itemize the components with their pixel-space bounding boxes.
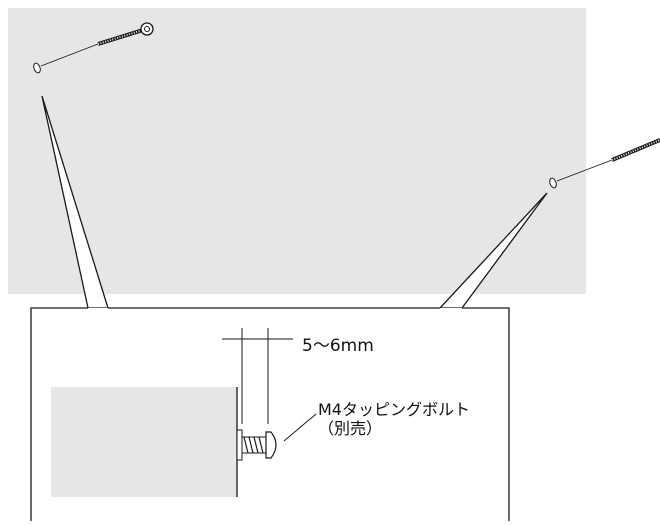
detail-panel-frame (30, 307, 88, 524)
bolt-note: （別売） (318, 419, 383, 438)
detail-panel-frame-right (462, 307, 510, 524)
wall-area (8, 8, 586, 294)
screw-icon (33, 22, 154, 74)
mount-block (51, 387, 237, 497)
screw-icon (549, 138, 660, 189)
bolt-name: M4タッピングボルト (318, 400, 470, 419)
bolt-icon (236, 429, 277, 461)
bolt-label: M4タッピングボルト （別売） (318, 400, 470, 438)
bolt-leader-line (283, 413, 317, 442)
dimension-label: 5～6mm (302, 336, 374, 356)
